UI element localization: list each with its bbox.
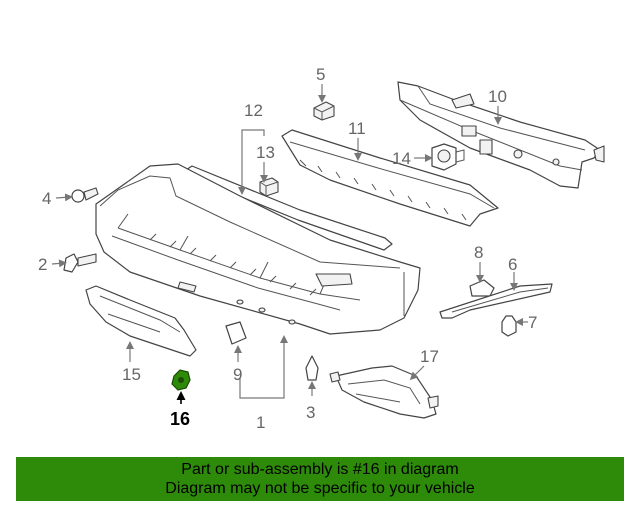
callout-16-highlighted: 16 <box>170 409 190 429</box>
bolt-part-2 <box>63 253 97 273</box>
callout-5: 5 <box>316 65 325 84</box>
callout-3: 3 <box>306 403 315 422</box>
callout-13: 13 <box>256 143 275 162</box>
energy-absorber-part-11 <box>281 129 499 227</box>
push-pin-part-4 <box>71 187 99 203</box>
callout-1: 1 <box>256 413 265 432</box>
bracket-part-8 <box>469 279 495 297</box>
callout-2: 2 <box>38 255 47 274</box>
side-bracket-part-6 <box>439 283 553 319</box>
callout-17: 17 <box>420 347 439 366</box>
bracket-part-13 <box>259 177 279 197</box>
sensor-part-14 <box>431 143 465 171</box>
callout-11: 11 <box>348 119 366 138</box>
highlighted-clip-part-16 <box>171 369 191 391</box>
callout-4: 4 <box>42 189 51 208</box>
callout-8: 8 <box>474 243 483 262</box>
callout-12: 12 <box>244 101 263 120</box>
lower-trim-part-15 <box>85 285 197 357</box>
callout-6: 6 <box>508 255 517 274</box>
banner-line-1: Part or sub-assembly is #16 in diagram <box>181 461 459 478</box>
fog-lamp-part-17 <box>329 365 439 419</box>
callout-9: 9 <box>233 365 242 384</box>
clip-part-5 <box>313 101 335 121</box>
bumper-cover-part-1 <box>95 163 421 335</box>
fastener-part-3 <box>305 355 319 381</box>
part-notice-banner: Part or sub-assembly is #16 in diagram D… <box>16 457 624 501</box>
parts-diagram: 1 2 3 4 5 6 7 8 9 10 11 12 13 14 15 16 1… <box>38 65 605 432</box>
callout-15: 15 <box>122 365 141 384</box>
reinforcement-beam-part-10 <box>397 81 605 189</box>
callout-14: 14 <box>392 149 411 168</box>
callout-7: 7 <box>528 313 537 332</box>
leader-lines <box>51 84 528 404</box>
rivet-part-7 <box>501 315 517 337</box>
callout-labels: 1 2 3 4 5 6 7 8 9 10 11 12 13 14 15 16 1… <box>38 65 537 432</box>
callout-10: 10 <box>488 87 507 106</box>
banner-line-2: Diagram may not be specific to your vehi… <box>165 480 475 497</box>
plate-part-9 <box>225 321 247 345</box>
